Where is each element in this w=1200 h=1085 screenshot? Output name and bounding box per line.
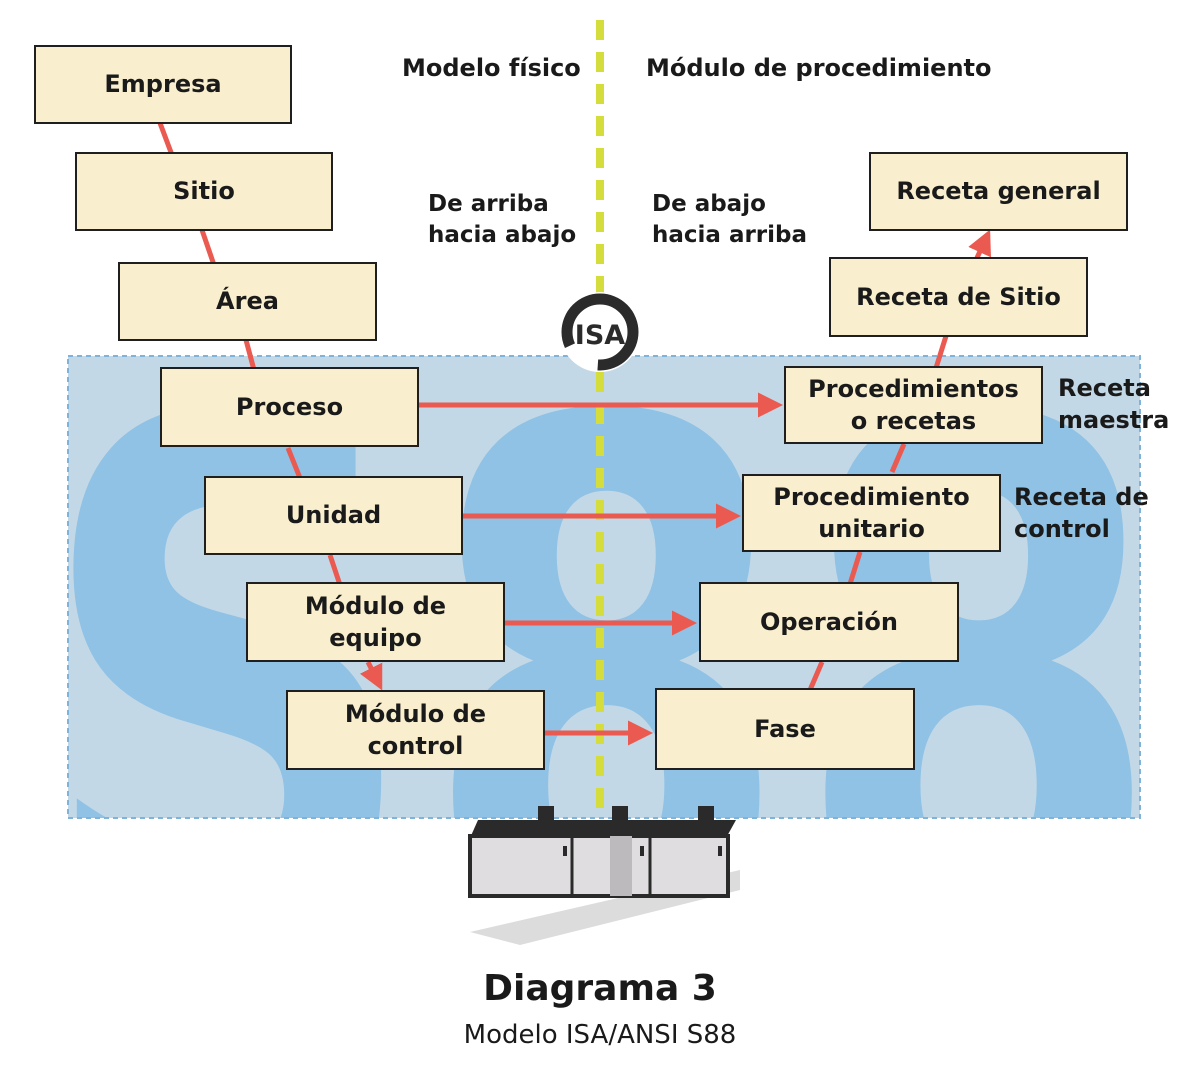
isa-logo-text: ISA <box>575 320 625 351</box>
control-cabinet-image <box>468 806 740 945</box>
receta-control-label: Receta de control <box>1014 481 1149 546</box>
connector-unidad-equipo <box>327 554 343 586</box>
box-fase: Fase <box>655 688 915 770</box>
box-procedimientos-line-1: Procedimientos <box>808 374 1019 403</box>
isa-logo: ISA <box>560 292 640 372</box>
box-procedimiento-unitario: Procedimiento unitario <box>742 474 1001 552</box>
connector-procedimientos-sitio <box>933 335 949 369</box>
hierarchy-connectors <box>157 122 991 746</box>
receta-maestra-line-1: Receta <box>1058 374 1151 402</box>
connector-sitio-area <box>199 229 217 266</box>
box-modulo-control: Módulo de control <box>286 690 545 770</box>
box-sitio: Sitio <box>75 152 333 231</box>
left-direction-line-2: hacia abajo <box>428 222 577 249</box>
box-modulo-equipo: Módulo de equipo <box>246 582 505 662</box>
receta-control-line-1: Receta de <box>1014 483 1149 511</box>
right-direction-label: De abajo hacia arriba <box>652 189 807 251</box>
right-model-label: Módulo de procedimiento <box>646 54 992 82</box>
connector-fase-operacion <box>807 661 825 691</box>
box-area: Área <box>118 262 377 341</box>
receta-maestra-label: Receta maestra <box>1058 372 1169 437</box>
connector-proceso-unidad <box>285 447 303 479</box>
box-receta-general: Receta general <box>869 152 1128 231</box>
connector-area-proceso <box>243 339 257 371</box>
left-direction-label: De arriba hacia abajo <box>428 189 576 251</box>
box-proceso: Proceso <box>160 367 419 447</box>
left-direction-line-1: De arriba <box>428 191 549 217</box>
arrow-sitio-general <box>968 229 991 262</box>
receta-maestra-line-2: maestra <box>1058 406 1170 435</box>
box-procedimiento-unitario-line-2: unitario <box>818 515 925 543</box>
box-unidad: Unidad <box>204 476 463 555</box>
caption-title: Diagrama 3 <box>483 968 717 1009</box>
connector-operacion-unitario <box>847 551 863 585</box>
box-procedimientos-line-2: o recetas <box>850 407 977 435</box>
left-model-label: Modelo físico <box>402 54 581 82</box>
box-empresa: Empresa <box>34 45 292 124</box>
box-procedimiento-unitario-line-1: Procedimiento <box>773 482 970 511</box>
connector-empresa-sitio <box>157 122 175 156</box>
box-operacion: Operación <box>699 582 959 662</box>
right-direction-line-2: hacia arriba <box>652 222 808 249</box>
receta-control-line-2: control <box>1014 515 1110 544</box>
box-procedimientos: Procedimientos o recetas <box>784 366 1043 444</box>
connector-unitario-procedimientos <box>889 443 907 473</box>
box-receta-sitio: Receta de Sitio <box>829 257 1088 337</box>
caption-subtitle: Modelo ISA/ANSI S88 <box>463 1020 737 1050</box>
arrow-equipo-control <box>359 660 383 691</box>
right-direction-line-1: De abajo <box>652 191 766 217</box>
